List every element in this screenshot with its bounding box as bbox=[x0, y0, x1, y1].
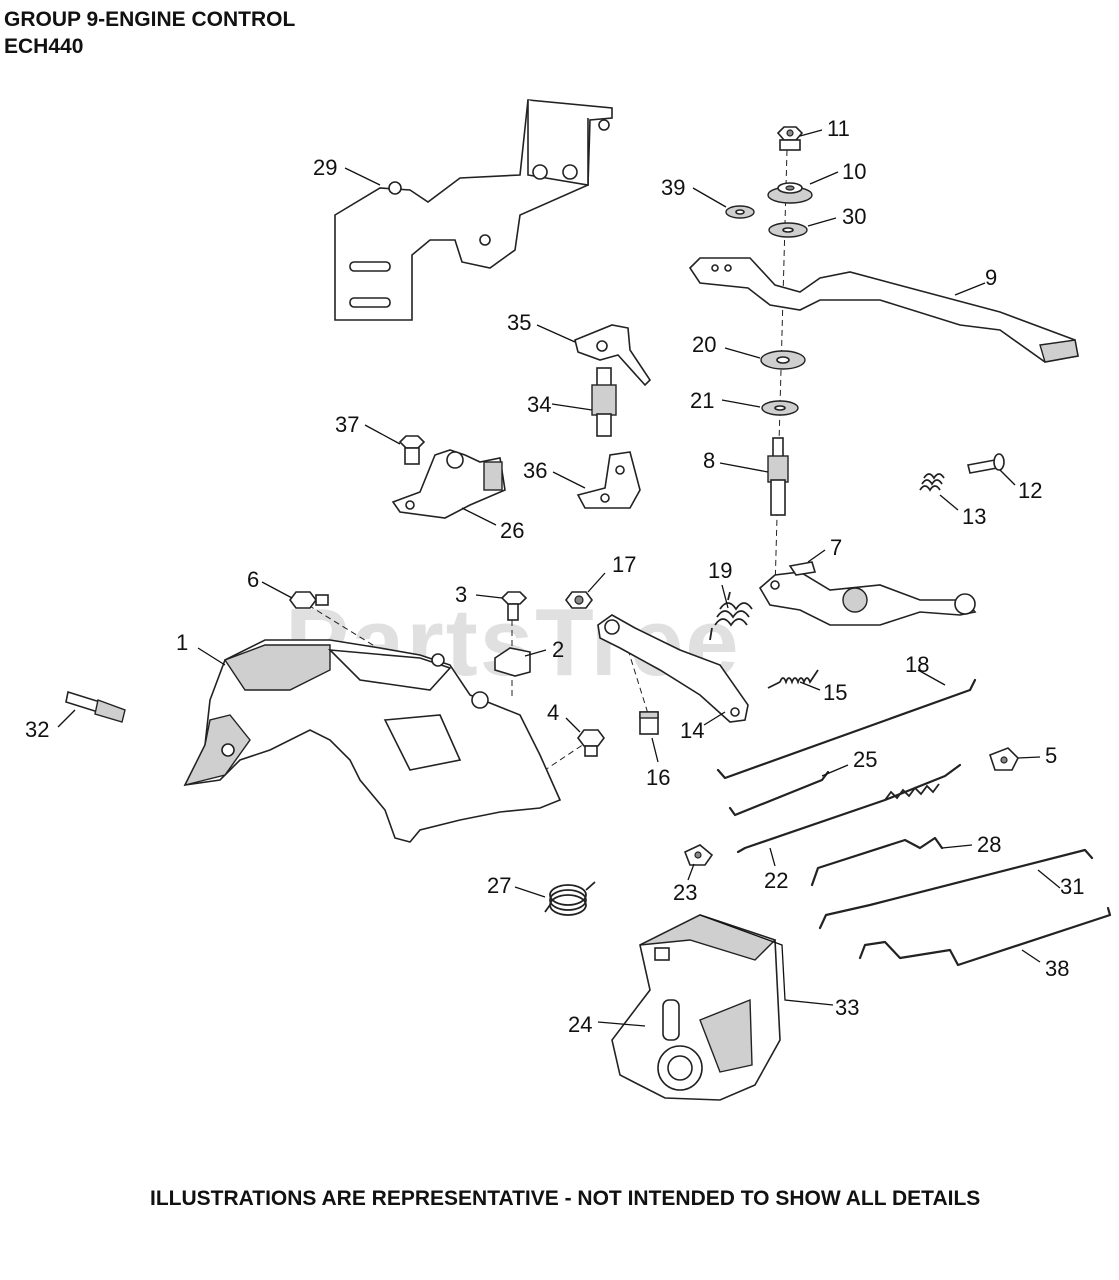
part-26-bracket bbox=[391, 449, 506, 519]
callout-19: 19 bbox=[708, 558, 732, 583]
part-18-rod bbox=[716, 678, 977, 780]
callout-10: 10 bbox=[842, 159, 866, 184]
leader-lines bbox=[57, 129, 1061, 1027]
callout-18: 18 bbox=[905, 652, 929, 677]
callout-25: 25 bbox=[853, 747, 877, 772]
callout-17: 17 bbox=[612, 552, 636, 577]
part-11-nut bbox=[776, 126, 804, 151]
part-28-rod bbox=[810, 836, 944, 887]
part-27-spring bbox=[544, 881, 596, 916]
part-8-shaft bbox=[767, 437, 789, 516]
callout-20: 20 bbox=[692, 332, 716, 357]
part-10-bushing bbox=[767, 182, 813, 204]
callout-23: 23 bbox=[673, 880, 697, 905]
part-12-pin bbox=[967, 453, 1005, 474]
callout-14: 14 bbox=[680, 718, 704, 743]
callout-34: 34 bbox=[527, 392, 551, 417]
part-38-rod bbox=[858, 906, 1112, 967]
diagram-title: GROUP 9-ENGINE CONTROL ECH440 bbox=[4, 6, 295, 60]
part-4-screw bbox=[577, 729, 605, 757]
callout-labels: 1 2 3 4 5 6 7 8 9 10 11 12 13 14 15 16 1… bbox=[25, 116, 1084, 1037]
callout-38: 38 bbox=[1045, 956, 1069, 981]
part-34-stud bbox=[591, 367, 617, 437]
part-2-clip bbox=[494, 647, 531, 677]
title-group: GROUP 9-ENGINE CONTROL bbox=[4, 8, 296, 31]
callout-22: 22 bbox=[764, 868, 788, 893]
part-25-rod bbox=[728, 770, 830, 817]
part-7-lever bbox=[758, 561, 977, 626]
part-20-washer bbox=[760, 350, 806, 370]
callout-7: 7 bbox=[830, 535, 842, 560]
part-39-washer bbox=[725, 205, 755, 219]
part-6-bolt bbox=[289, 591, 329, 609]
callout-11: 11 bbox=[827, 116, 850, 141]
part-24-plate bbox=[611, 914, 781, 1101]
part-35-plate bbox=[574, 324, 652, 387]
callout-1: 1 bbox=[176, 630, 188, 655]
callout-3: 3 bbox=[455, 582, 467, 607]
part-3-screw bbox=[500, 591, 528, 621]
callout-5: 5 bbox=[1045, 743, 1057, 768]
assembly-axis-6 bbox=[299, 599, 471, 706]
callout-21: 21 bbox=[690, 388, 714, 413]
callout-35: 35 bbox=[507, 310, 531, 335]
part-31-rod bbox=[818, 848, 1094, 930]
part-22-spring-link bbox=[736, 763, 962, 854]
part-21-washer bbox=[761, 400, 799, 416]
assembly-axis-vertical bbox=[774, 149, 788, 591]
part-13-spring bbox=[919, 473, 945, 492]
part-32-pin bbox=[65, 690, 126, 723]
part-16-clip bbox=[639, 711, 659, 735]
part-19-spring bbox=[709, 591, 753, 641]
callout-15: 15 bbox=[823, 680, 847, 705]
callout-9: 9 bbox=[985, 265, 997, 290]
callout-36: 36 bbox=[523, 458, 547, 483]
part-37-bolt bbox=[398, 435, 426, 465]
callout-6: 6 bbox=[247, 567, 259, 592]
callout-33: 33 bbox=[835, 995, 859, 1020]
part-14-lever bbox=[597, 614, 749, 723]
disclaimer-footer: ILLUSTRATIONS ARE REPRESENTATIVE - NOT I… bbox=[150, 1187, 981, 1210]
callout-28: 28 bbox=[977, 832, 1001, 857]
part-1-housing bbox=[183, 639, 562, 843]
part-9-lever bbox=[688, 257, 1079, 363]
callout-4: 4 bbox=[547, 700, 559, 725]
part-29-bracket bbox=[334, 99, 613, 321]
callout-30: 30 bbox=[842, 204, 866, 229]
callout-13: 13 bbox=[962, 504, 986, 529]
callout-31: 31 bbox=[1060, 874, 1084, 899]
callout-29: 29 bbox=[313, 155, 337, 180]
part-17-nut bbox=[565, 591, 593, 609]
callout-37: 37 bbox=[335, 412, 359, 437]
callout-8: 8 bbox=[703, 448, 715, 473]
callout-16: 16 bbox=[646, 765, 670, 790]
callout-26: 26 bbox=[500, 518, 524, 543]
callout-2: 2 bbox=[552, 637, 564, 662]
callout-24: 24 bbox=[568, 1012, 592, 1037]
callout-12: 12 bbox=[1018, 478, 1042, 503]
callout-39: 39 bbox=[661, 175, 685, 200]
part-23-clip bbox=[683, 844, 714, 866]
assembly-axis-4 bbox=[544, 739, 591, 771]
callout-27: 27 bbox=[487, 873, 511, 898]
callout-32: 32 bbox=[25, 717, 49, 742]
part-30-washer bbox=[768, 222, 808, 238]
part-5-clip bbox=[989, 747, 1019, 771]
part-36-bracket bbox=[576, 451, 641, 509]
part-15-spring bbox=[767, 669, 819, 689]
title-model: ECH440 bbox=[4, 35, 84, 58]
